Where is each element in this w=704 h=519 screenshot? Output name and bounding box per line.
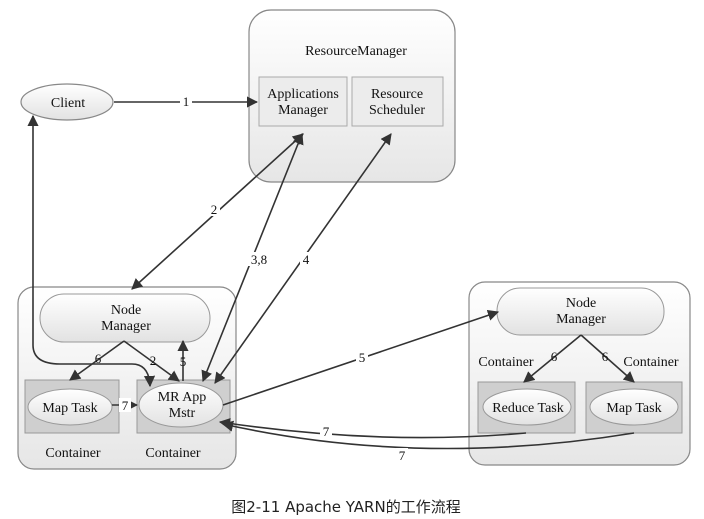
right-container-right-label: Container	[623, 355, 679, 370]
edge-right-map-task-mr-app	[221, 420, 635, 450]
svg-text:Map Task: Map Task	[606, 401, 661, 416]
reduce-task-container: Reduce Task	[477, 381, 576, 434]
label-6-map: 6	[602, 349, 609, 364]
label-5-left: 5	[180, 354, 187, 369]
right-container-left-label: Container	[478, 355, 534, 370]
svg-text:Manager: Manager	[278, 103, 328, 118]
resource-manager: ResourceManager Applications Manager Res…	[248, 9, 456, 183]
svg-text:Applications: Applications	[267, 87, 339, 102]
edge-client-mr-app	[27, 114, 156, 388]
left-node-manager: Node Manager	[39, 293, 211, 343]
right-container-label: Container	[145, 446, 201, 461]
svg-text:Node: Node	[111, 303, 141, 318]
label-7-left: 7	[122, 398, 129, 413]
svg-text:Manager: Manager	[101, 319, 151, 334]
svg-text:Resource: Resource	[371, 87, 423, 102]
svg-text:Map Task: Map Task	[42, 401, 97, 416]
label-7-reduce: 7	[323, 424, 330, 439]
client: Client	[20, 83, 114, 121]
label-7-map: 7	[399, 448, 406, 463]
svg-text:MR App: MR App	[158, 390, 207, 405]
label-1: 1	[183, 94, 190, 109]
resource-manager-title: ResourceManager	[305, 44, 407, 59]
left-node: Node Manager Map Task MR App Mstr Contai…	[17, 286, 237, 470]
label-6-reduce: 6	[551, 349, 558, 364]
figure-caption: 图2-11 Apache YARN的工作流程	[231, 498, 460, 516]
edge-reduce-task-mr-app	[218, 417, 527, 439]
applications-manager: Applications Manager	[258, 76, 348, 127]
label-2-upper: 2	[211, 202, 218, 217]
mr-app-master-container: MR App Mstr	[136, 379, 231, 434]
svg-text:Client: Client	[51, 96, 85, 111]
edge-rnm-map-task	[580, 334, 635, 383]
edge-node-manager-mr-app	[123, 340, 180, 382]
label-4: 4	[303, 252, 310, 267]
svg-text:Node: Node	[566, 296, 596, 311]
svg-text:Mstr: Mstr	[169, 406, 196, 421]
label-6-left: 6	[95, 351, 102, 366]
left-container-label: Container	[45, 446, 101, 461]
label-2-lower: 2	[150, 353, 157, 368]
edge-node-manager-map-task	[69, 340, 125, 381]
label-5-right: 5	[359, 350, 366, 365]
right-node: Node Manager Container Container Reduce …	[468, 281, 691, 466]
left-map-task-container: Map Task	[24, 379, 120, 434]
right-node-manager: Node Manager	[496, 287, 665, 336]
right-map-task-container: Map Task	[585, 381, 683, 434]
resource-scheduler: Resource Scheduler	[351, 76, 444, 127]
edge-rnm-reduce-task	[523, 334, 582, 383]
svg-text:Manager: Manager	[556, 312, 606, 327]
svg-text:Scheduler: Scheduler	[369, 103, 425, 118]
svg-text:Reduce Task: Reduce Task	[492, 401, 563, 416]
edge-labels: 1 2 3,8 4 6 2 5 7 5 6 6 7 7	[95, 94, 609, 463]
label-3-8: 3,8	[251, 252, 267, 267]
